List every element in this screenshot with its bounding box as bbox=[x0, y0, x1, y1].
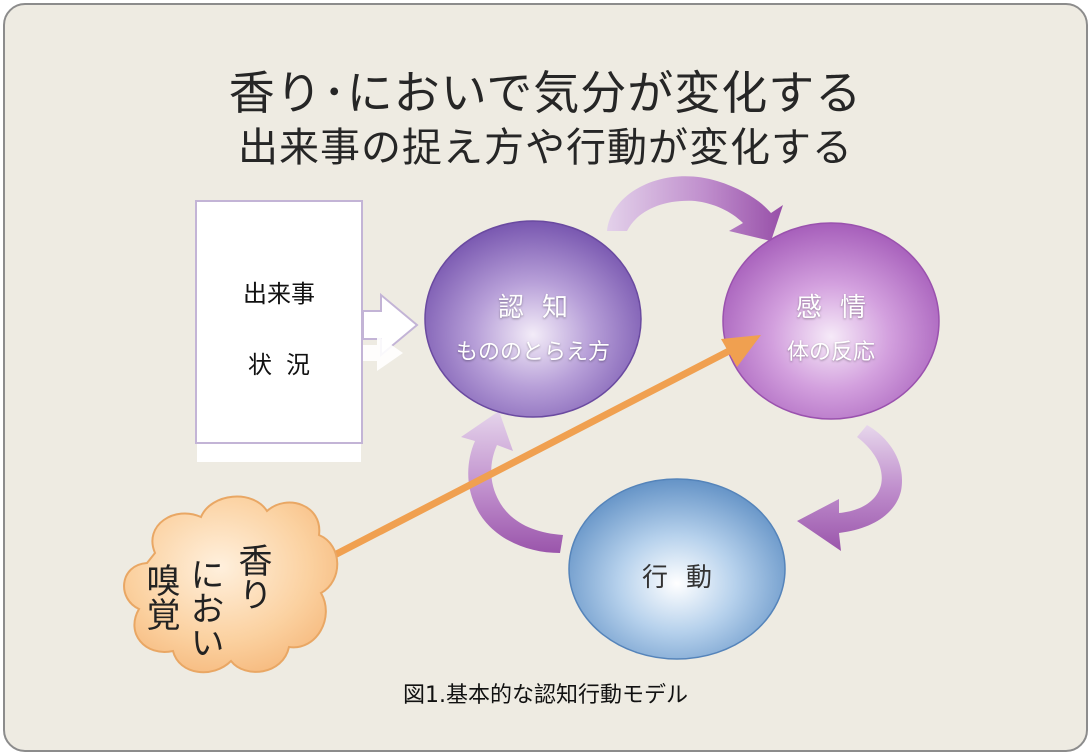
input-arrow bbox=[362, 292, 419, 371]
slide: 香り･においで気分が変化する 出来事の捉え方や行動が変化する 出来事 状況 bbox=[3, 3, 1088, 752]
emotion-circle bbox=[722, 222, 940, 420]
emotion-title: 感情 bbox=[795, 293, 884, 323]
cognition-label: 認知 もののとらえ方 bbox=[423, 287, 643, 366]
title-line-2: 出来事の捉え方や行動が変化する bbox=[238, 125, 853, 171]
situation-label-circumstance: 状況 bbox=[248, 351, 324, 379]
situation-label-event: 出来事 bbox=[243, 280, 315, 308]
figure-caption: 図1.基本的な認知行動モデル bbox=[403, 683, 688, 708]
situation-box: 出来事 状況 bbox=[195, 200, 363, 444]
cognition-circle bbox=[424, 220, 642, 418]
cloud-col-kaori: 香り bbox=[232, 543, 272, 611]
behavior-title: 行動 bbox=[641, 563, 730, 593]
cbt-diagram bbox=[123, 176, 940, 674]
behavior-label: 行動 bbox=[567, 557, 787, 594]
smell-cloud bbox=[123, 495, 339, 674]
emotion-subtitle: 体の反応 bbox=[786, 340, 875, 365]
behavior-circle bbox=[568, 478, 786, 660]
cloud-col-nioi: におい bbox=[184, 557, 224, 659]
emotion-label: 感情 体の反応 bbox=[721, 287, 941, 366]
title-line-1: 香り･においで気分が変化する bbox=[228, 66, 863, 120]
smell-arrow bbox=[319, 335, 761, 565]
cycle-arrow-emotion-to-behavior bbox=[797, 425, 903, 551]
cycle-arrow-behavior-to-cognition bbox=[461, 411, 563, 553]
cognition-subtitle: もののとらえ方 bbox=[455, 340, 610, 365]
cognition-title: 認知 bbox=[497, 293, 586, 323]
cloud-text: 嗅覚 におい 香り bbox=[140, 541, 303, 671]
cloud-col-smell: 嗅覚 bbox=[140, 563, 180, 631]
cycle-arrow-cognition-to-emotion bbox=[607, 176, 783, 241]
